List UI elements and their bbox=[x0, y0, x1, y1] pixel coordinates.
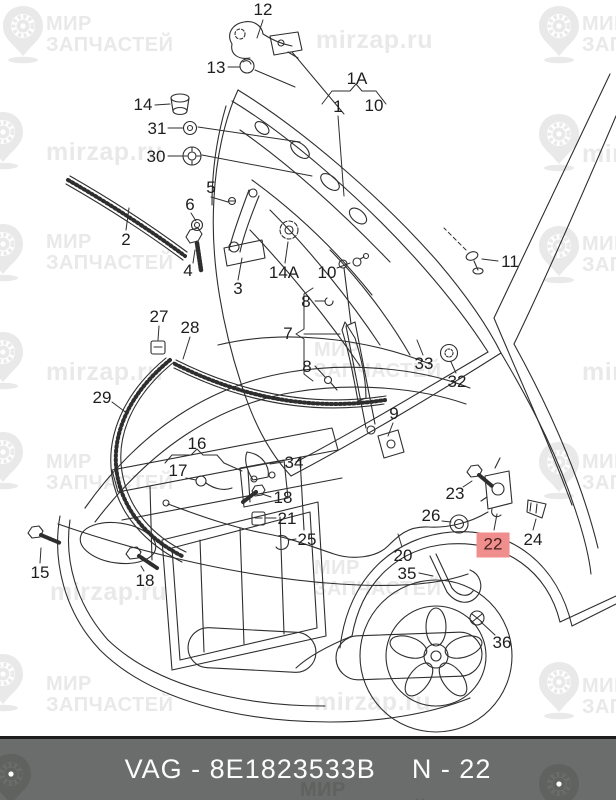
watermark-logo bbox=[536, 4, 582, 64]
watermark-site-text: mirzap.ru bbox=[582, 140, 616, 168]
watermark-logo bbox=[0, 430, 26, 490]
callout-16[interactable]: 16 bbox=[187, 434, 207, 453]
pin-gear-logo bbox=[0, 654, 23, 712]
callout-1[interactable]: 1 bbox=[333, 97, 343, 116]
callout-21[interactable]: 21 bbox=[277, 509, 297, 528]
callout-22-highlighted[interactable]: 22 bbox=[476, 532, 510, 558]
front-bumper bbox=[57, 336, 483, 723]
pin-gear-logo bbox=[0, 432, 23, 490]
pin-gear-logo bbox=[0, 224, 23, 282]
callout-23[interactable]: 23 bbox=[445, 484, 465, 503]
watermark-logo bbox=[0, 110, 26, 170]
watermark-logo bbox=[0, 222, 26, 282]
page-code: N - 22 bbox=[411, 754, 492, 784]
callout-30[interactable]: 30 bbox=[146, 147, 166, 166]
hood-panel bbox=[211, 89, 502, 477]
watermark-site-text: mirzap.ru bbox=[314, 688, 432, 716]
callout-8[interactable]: 8 bbox=[302, 357, 312, 376]
callout-18[interactable]: 18 bbox=[135, 571, 155, 590]
callout-33[interactable]: 33 bbox=[414, 354, 434, 373]
callout-6[interactable]: 6 bbox=[185, 195, 195, 214]
callout-32[interactable]: 32 bbox=[447, 372, 467, 391]
pin-gear-logo bbox=[539, 662, 579, 720]
pin-gear-logo bbox=[0, 112, 23, 170]
callout-24[interactable]: 24 bbox=[523, 530, 543, 549]
callout-4[interactable]: 4 bbox=[183, 261, 193, 280]
pin-gear-logo bbox=[539, 6, 579, 64]
callout-34[interactable]: 34 bbox=[284, 453, 304, 472]
pin-gear-logo bbox=[3, 6, 43, 64]
callout-35[interactable]: 35 bbox=[397, 564, 417, 583]
watermark-site-text: mirzap.ru bbox=[316, 26, 434, 54]
watermark-site-text: mirzap.ru bbox=[46, 138, 164, 166]
catalog-code: VAG - 8E1823533B bbox=[124, 754, 376, 784]
callout-17[interactable]: 17 bbox=[168, 461, 188, 480]
callout-29[interactable]: 29 bbox=[92, 388, 112, 407]
callout-5[interactable]: 5 bbox=[206, 178, 216, 197]
callout-27[interactable]: 27 bbox=[149, 307, 169, 326]
callout-8[interactable]: 8 bbox=[301, 292, 311, 311]
callout-9[interactable]: 9 bbox=[389, 404, 399, 423]
watermark-site-text: mirzap.ru bbox=[46, 358, 164, 386]
callout-1A[interactable]: 1A bbox=[346, 69, 368, 88]
radiator-support bbox=[111, 427, 343, 671]
callout-31[interactable]: 31 bbox=[147, 119, 167, 138]
seal-strips bbox=[65, 175, 387, 563]
watermark-logo bbox=[0, 652, 26, 712]
callout-36[interactable]: 36 bbox=[492, 633, 512, 652]
hood-hinge bbox=[185, 188, 266, 273]
callout-18[interactable]: 18 bbox=[273, 488, 293, 507]
watermark-logo bbox=[0, 4, 46, 64]
windshield-and-body bbox=[493, 73, 616, 575]
callout-20[interactable]: 20 bbox=[393, 546, 413, 565]
callout-13[interactable]: 13 bbox=[206, 58, 226, 77]
callout-3[interactable]: 3 bbox=[233, 279, 243, 298]
callout-2[interactable]: 2 bbox=[121, 230, 131, 249]
hood-exploded-diagram bbox=[27, 19, 616, 733]
lock-and-cable bbox=[162, 457, 513, 603]
callout-14[interactable]: 14 bbox=[133, 95, 153, 114]
watermark-site-text: mirzap.ru bbox=[582, 358, 616, 386]
callout-10[interactable]: 10 bbox=[364, 96, 384, 115]
callout-7[interactable]: 7 bbox=[283, 324, 293, 343]
callout-11[interactable]: 11 bbox=[501, 252, 519, 271]
front-wheel bbox=[295, 531, 616, 733]
watermark-logo bbox=[536, 660, 582, 720]
callout-12[interactable]: 12 bbox=[253, 0, 273, 19]
callout-25[interactable]: 25 bbox=[297, 530, 317, 549]
callout-14A[interactable]: 14A bbox=[268, 263, 300, 282]
callout-10[interactable]: 10 bbox=[317, 263, 337, 282]
callout-28[interactable]: 28 bbox=[180, 318, 200, 337]
footer-bar: VAG - 8E1823533B N - 22 bbox=[0, 736, 616, 800]
pin-gear-logo bbox=[0, 332, 23, 390]
callout-26[interactable]: 26 bbox=[421, 506, 441, 525]
leader-lines bbox=[39, 19, 537, 636]
watermark-logo bbox=[0, 330, 26, 390]
callout-15[interactable]: 15 bbox=[30, 563, 50, 582]
